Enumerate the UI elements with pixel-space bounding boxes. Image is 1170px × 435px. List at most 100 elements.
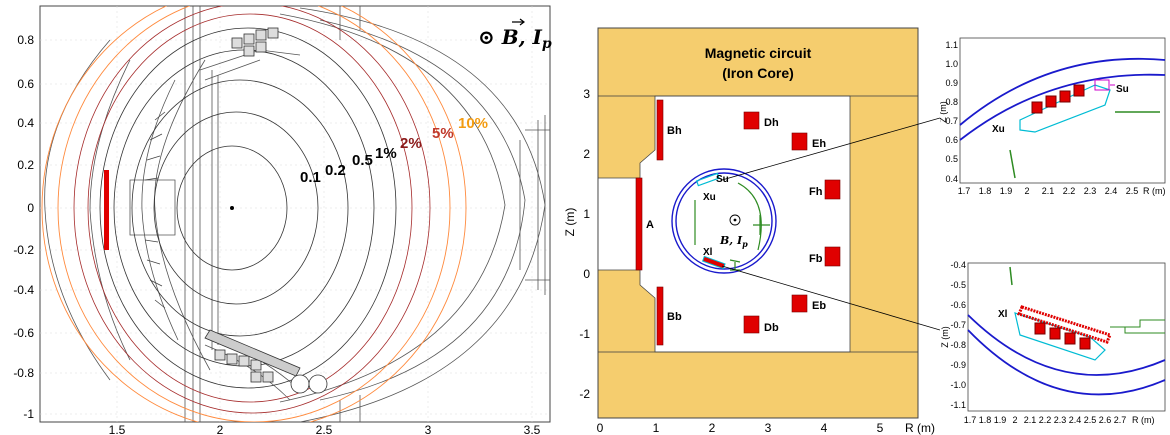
bottom-inset-plot: Xl Z (m) -0.4 -0.5 -0.6 -0.7 -0.8 -0.9 -… <box>940 260 1166 425</box>
svg-text:1: 1 <box>653 421 660 435</box>
upper-divertor-frame <box>695 172 720 187</box>
top-inset-su-box <box>1094 79 1110 91</box>
svg-text:3: 3 <box>765 421 772 435</box>
svg-text:2.6: 2.6 <box>1099 415 1112 425</box>
svg-text:1.1: 1.1 <box>945 40 958 50</box>
bottom-inset-label-xl: Xl <box>998 309 1008 320</box>
vacuum-chamber <box>671 168 777 274</box>
svg-text:2.4: 2.4 <box>1069 415 1082 425</box>
svg-text:0.5: 0.5 <box>945 154 958 164</box>
y-tick: 0.2 <box>17 158 34 172</box>
svg-text:-0.8: -0.8 <box>950 340 966 350</box>
svg-text:2: 2 <box>709 421 716 435</box>
svg-text:5: 5 <box>877 421 884 435</box>
svg-text:2.3: 2.3 <box>1084 186 1097 196</box>
x-tick: 3 <box>425 423 432 435</box>
svg-text:2.4: 2.4 <box>1105 186 1118 196</box>
coil-Bb <box>656 286 664 346</box>
coil-A <box>635 177 643 271</box>
label-xl: Xl <box>703 247 713 258</box>
internal-structures <box>694 182 770 271</box>
top-inset-chamber <box>959 57 1166 141</box>
y-tick: 0.4 <box>17 116 34 130</box>
svg-text:0.6: 0.6 <box>945 135 958 145</box>
coil-label-Dh: Dh <box>764 117 779 129</box>
y-tick: 0 <box>27 201 34 215</box>
top-inset-x-ticks: 1.7 1.8 1.9 2 2.1 2.2 2.3 2.4 2.5 R (m) <box>958 186 1166 196</box>
middle-plot: Magnetic circuit (Iron Core) A Bh Bb Dh … <box>563 27 940 435</box>
svg-text:⊙ B, Ip: ⊙ B, Ip <box>478 25 552 52</box>
x-tick: 2.5 <box>316 423 333 435</box>
svg-text:1.9: 1.9 <box>994 415 1007 425</box>
svg-text:2.1: 2.1 <box>1042 186 1055 196</box>
iron-core-title: Magnetic circuit <box>705 45 812 61</box>
svg-text:0.9: 0.9 <box>945 78 958 88</box>
coil-label-Db: Db <box>764 322 779 334</box>
svg-text:2.2: 2.2 <box>1063 186 1076 196</box>
svg-text:R (m): R (m) <box>1132 415 1155 425</box>
flux-surfaces-orange <box>41 6 467 422</box>
svg-text:1.8: 1.8 <box>979 186 992 196</box>
svg-text:4: 4 <box>821 421 828 435</box>
middle-x-ticks: 0 1 2 3 4 5 R (m) <box>597 421 935 435</box>
y-tick: -0.6 <box>13 326 34 340</box>
svg-text:-1: -1 <box>579 327 590 341</box>
svg-text:3: 3 <box>583 87 590 101</box>
svg-text:0: 0 <box>583 267 590 281</box>
middle-y-ticks: 3 2 1 0 -1 -2 <box>579 87 590 401</box>
coil-Db <box>743 315 760 334</box>
coil-label-Fb: Fb <box>809 253 823 265</box>
contour-label-1pct: 1% <box>375 145 397 162</box>
svg-text:-0.9: -0.9 <box>950 360 966 370</box>
x-tick: 2 <box>217 423 224 435</box>
bottom-inset-x-ticks: 1.7 1.8 1.9 2 2.1 2.2 2.3 2.4 2.5 2.6 2.… <box>964 415 1155 425</box>
svg-text:2.1: 2.1 <box>1024 415 1037 425</box>
field-symbol-label: B, Ip <box>719 234 748 249</box>
svg-text:0.8: 0.8 <box>945 97 958 107</box>
flux-surfaces-red <box>73 6 431 414</box>
svg-text:0.4: 0.4 <box>945 174 958 184</box>
vessel-structure <box>44 6 550 422</box>
svg-text:2: 2 <box>1024 186 1029 196</box>
coil-Bh <box>656 99 664 161</box>
top-inset-frame <box>1019 84 1111 133</box>
ylabel: Z (m) <box>563 208 577 237</box>
svg-text:1.9: 1.9 <box>1000 186 1013 196</box>
svg-text:2.3: 2.3 <box>1054 415 1067 425</box>
top-inset-label-su: Su <box>1116 84 1129 95</box>
upper-divertor-coils <box>231 27 279 57</box>
svg-text:0.7: 0.7 <box>945 116 958 126</box>
svg-text:1.8: 1.8 <box>979 415 992 425</box>
coil-label-A: A <box>646 219 654 231</box>
top-inset-plot: Xu Su Z (m) 1.1 1.0 0.9 0.8 0.7 0.6 0.5 … <box>940 37 1166 196</box>
top-inset-ylabel: Z (m) <box>940 101 948 123</box>
svg-text:-2: -2 <box>579 387 590 401</box>
y-tick: 0.8 <box>17 33 34 47</box>
contour-label-2pct: 2% <box>400 135 422 152</box>
coil-label-Bh: Bh <box>667 125 682 137</box>
coil-label-Bb: Bb <box>667 311 682 323</box>
svg-text:R (m): R (m) <box>1143 186 1166 196</box>
lower-divertor-coils <box>204 329 328 394</box>
svg-text:R (m): R (m) <box>905 421 935 435</box>
coil-Fb <box>824 246 841 267</box>
pointer-line-upper <box>721 117 940 181</box>
coil-Fh <box>824 179 841 200</box>
contour-labels: 0.1 0.2 0.5 1% 2% 5% 10% <box>300 115 488 186</box>
x-tick: 3.5 <box>524 423 541 435</box>
svg-text:2.7: 2.7 <box>1114 415 1127 425</box>
svg-text:2: 2 <box>1012 415 1017 425</box>
svg-text:2: 2 <box>583 147 590 161</box>
svg-text:1: 1 <box>583 207 590 221</box>
bottom-inset-y-ticks: -0.4 -0.5 -0.6 -0.7 -0.8 -0.9 -1.0 -1.1 <box>950 260 966 410</box>
y-tick: -1 <box>23 407 34 421</box>
coil-label-Fh: Fh <box>809 186 823 198</box>
iron-core-subtitle: (Iron Core) <box>722 65 794 81</box>
svg-text:-0.5: -0.5 <box>950 280 966 290</box>
magnetic-axis <box>230 206 234 210</box>
top-inset-label-xu: Xu <box>992 124 1005 135</box>
pointer-line-lower <box>721 265 940 331</box>
svg-text:2.2: 2.2 <box>1039 415 1052 425</box>
first-wall-tiles <box>144 111 166 309</box>
bottom-inset-tiles <box>1016 305 1113 344</box>
